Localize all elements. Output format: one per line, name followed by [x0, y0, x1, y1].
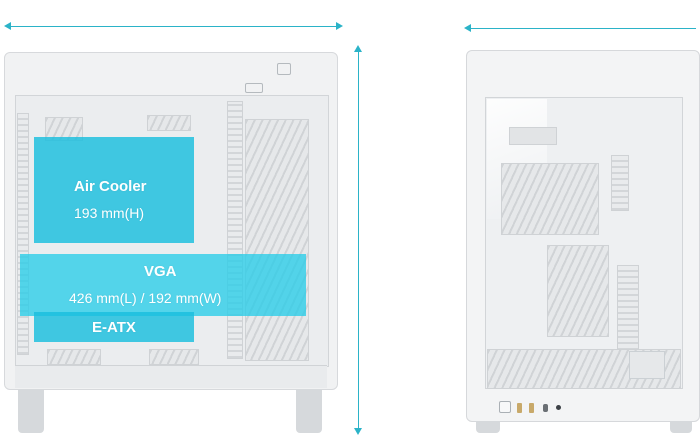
rear-io-bracket — [509, 127, 557, 145]
power-button[interactable] — [499, 401, 511, 413]
eatx-title: E-ATX — [92, 319, 136, 336]
usb-c-port — [543, 404, 548, 412]
usb-a-port-2 — [529, 403, 534, 413]
side-fan-mount-right — [617, 265, 639, 357]
inner-mesh-bottom — [547, 245, 609, 337]
power-button-icon — [277, 63, 291, 75]
case-foot-left — [18, 389, 44, 433]
vga-spec: 426 mm(L) / 192 mm(W) — [69, 290, 222, 306]
case-front-view — [466, 50, 700, 422]
air-cooler-spec: 193 mm(H) — [74, 205, 145, 221]
audio-jack — [556, 405, 561, 410]
top-vent-mesh — [147, 115, 191, 131]
bottom-psu-vent-2 — [149, 349, 199, 365]
vga-clearance-box — [20, 254, 306, 316]
side-fan-mount-left — [611, 155, 629, 211]
front-foot-left — [476, 421, 500, 433]
front-foot-right — [670, 421, 692, 433]
left-glass-edge — [17, 113, 29, 355]
eatx-motherboard-box — [34, 312, 194, 342]
psu-cover-front — [629, 351, 665, 379]
bottom-psu-vent — [47, 349, 101, 365]
case-foot-right — [296, 389, 322, 433]
top-io-buttons — [245, 83, 263, 93]
inner-mesh-left — [501, 163, 599, 235]
psu-shroud — [15, 365, 327, 388]
front-fan-mesh — [245, 119, 309, 361]
cable-management-panel — [227, 101, 243, 359]
air-cooler-clearance-box — [34, 137, 194, 243]
air-cooler-title: Air Cooler — [74, 178, 147, 195]
usb-a-port-1 — [517, 403, 522, 413]
vga-title: VGA — [144, 263, 177, 280]
